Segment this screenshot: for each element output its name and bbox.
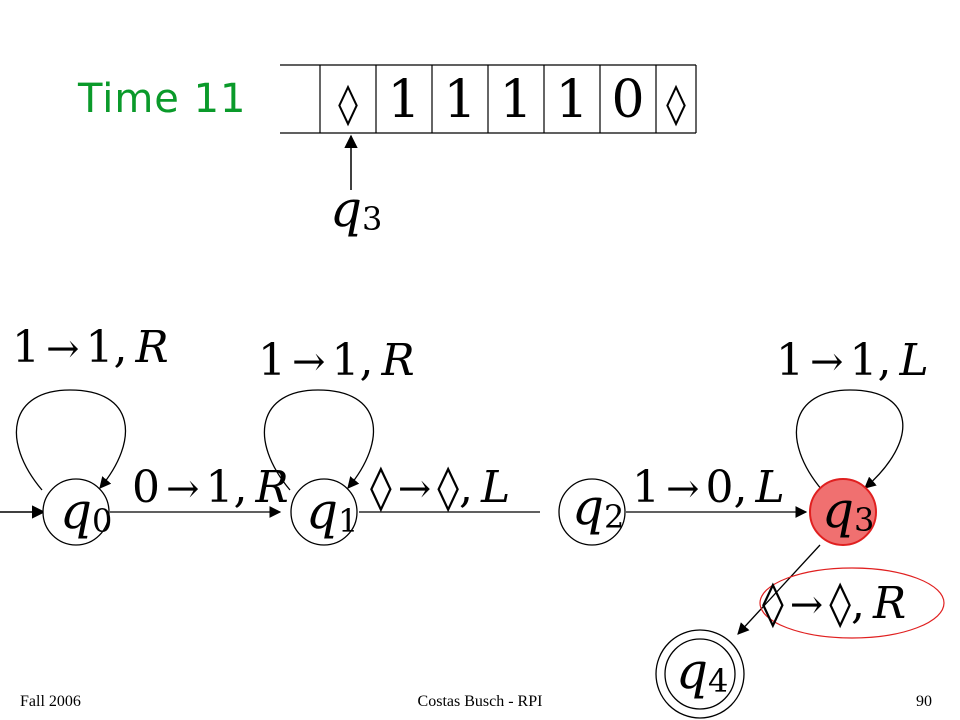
tape-dividers — [319, 65, 697, 133]
tape-head: q3 — [330, 134, 382, 238]
head-state-label: q3 — [330, 180, 382, 238]
footer-author: Costas Busch - RPI — [417, 693, 543, 710]
transition-arrow: → — [810, 339, 844, 385]
footer-date: Fall 2006 — [20, 693, 81, 710]
tape-cell-2: 1 — [443, 70, 476, 130]
transition-label-q3-q4: ◊→◊,R — [762, 578, 906, 629]
transition-arrow: → — [790, 582, 824, 628]
transition-comma: , — [878, 335, 892, 386]
transition-label-q2-q3: 1→0,L — [632, 462, 785, 513]
transition-label-q0-q1: 0→1,R — [132, 462, 289, 513]
transition-comma: , — [360, 335, 374, 386]
transition-arrow: → — [46, 326, 80, 372]
transition-comma: , — [114, 322, 128, 373]
tape-cell-0: ◊ — [338, 81, 358, 127]
loop-q1 — [263, 389, 375, 491]
transition-move: L — [480, 462, 510, 513]
transition-write: 1 — [86, 322, 114, 373]
tape-cell-5: 0 — [611, 70, 644, 130]
state-q1-label: q1 — [306, 482, 358, 540]
transition-label-q1-q2: ◊→◊,L — [370, 462, 510, 513]
transition-read: ◊ — [762, 578, 784, 629]
loop-q0 — [15, 389, 127, 491]
state-q0: q0 — [42, 478, 112, 546]
state-q2-label: q2 — [572, 478, 624, 536]
transition-write: 0 — [706, 462, 734, 513]
state-q1-circle — [290, 478, 358, 546]
highlight-ellipse — [759, 567, 945, 639]
state-q0-label: q0 — [60, 482, 112, 540]
transition-move: R — [381, 335, 415, 386]
transition-write: 1 — [332, 335, 360, 386]
transition-read: ◊ — [370, 462, 392, 513]
state-q3-circle — [809, 478, 877, 546]
transition-write: ◊ — [437, 462, 459, 513]
state-q2-circle — [558, 478, 626, 546]
tape-cell-6: ◊ — [666, 81, 686, 127]
transition-move: R — [872, 578, 906, 629]
transition-arrow: → — [666, 466, 700, 512]
transition-arrow: → — [166, 466, 200, 512]
transition-label-q0-q0: 1→1,R — [12, 322, 169, 373]
transition-move: L — [899, 335, 929, 386]
transition-arrow: → — [292, 339, 326, 385]
state-q4-label: q4 — [676, 642, 728, 700]
footer-page-number: 90 — [916, 693, 932, 710]
state-q0-circle — [42, 478, 110, 546]
transition-arrow: → — [398, 466, 432, 512]
transition-comma: , — [734, 462, 748, 513]
slide-title: Time 11 — [78, 76, 247, 122]
transition-comma: , — [459, 462, 473, 513]
transition-read: 1 — [776, 335, 804, 386]
transition-move: L — [755, 462, 785, 513]
loop-q3 — [795, 389, 904, 491]
state-q3: q3 — [809, 478, 877, 546]
state-q2: q2 — [558, 478, 626, 546]
transition-comma: , — [851, 578, 865, 629]
state-q4-inner-circle — [664, 638, 736, 710]
transition-read: 1 — [12, 322, 40, 373]
tape-cell-1: 1 — [387, 70, 420, 130]
transition-write: ◊ — [829, 578, 851, 629]
transition-move: R — [135, 322, 169, 373]
edge-q3-q4 — [737, 544, 821, 635]
transition-label-q3-q3: 1→1,L — [776, 335, 929, 386]
transition-move: R — [255, 462, 289, 513]
transition-write: 1 — [850, 335, 878, 386]
transition-read: 1 — [632, 462, 660, 513]
transition-read: 0 — [132, 462, 160, 513]
transition-comma: , — [234, 462, 248, 513]
state-q1: q1 — [290, 478, 358, 546]
tape-cell-4: 1 — [555, 70, 588, 130]
transition-write: 1 — [206, 462, 234, 513]
transition-read: 1 — [258, 335, 286, 386]
tape-cell-3: 1 — [499, 70, 532, 130]
state-q4: q4 — [655, 629, 745, 719]
state-q3-label: q3 — [822, 481, 874, 539]
transition-label-q1-q1: 1→1,R — [258, 335, 415, 386]
